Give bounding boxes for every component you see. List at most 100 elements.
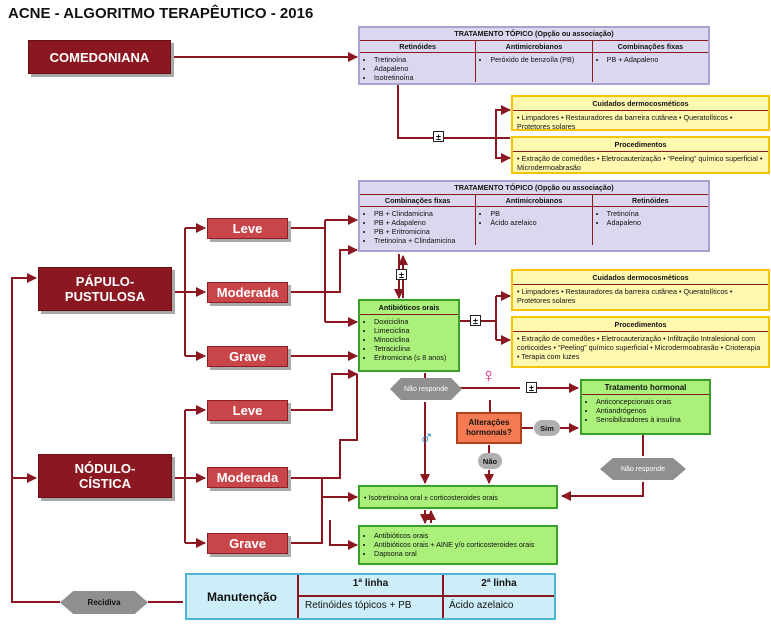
severity-label: Grave <box>229 536 266 551</box>
antibiotico-item: Eritromicina (≤ 8 anos) <box>374 353 458 362</box>
topical-col: Retinóides Tretinoína Adapaleno <box>592 195 708 245</box>
topical-item: Peróxido de benzoíla (PB) <box>490 55 591 64</box>
plus-minus-symbol: ± <box>526 382 537 393</box>
severity-leve-papulo: Leve <box>207 218 288 239</box>
antibiotico-item: Minociclina <box>374 335 458 344</box>
category-papulo-line2: PUSTULOSA <box>64 289 146 304</box>
cuidados-box-1: Cuidados dermocosméticos • Limpadores • … <box>511 95 770 131</box>
topical-item: Tretinoína <box>607 209 708 218</box>
recidiva-decision: Recidiva <box>60 591 148 614</box>
isotretinoina-label: Isotretinoína oral ± corticosteroides or… <box>368 492 498 502</box>
table-divider <box>297 575 299 618</box>
tratamento-hormonal-box: Tratamento hormonal Anticoncepcionais or… <box>580 379 711 435</box>
severity-moderada-papulo: Moderada <box>207 282 288 303</box>
topical-col: Combinações fixas PB + Clindamicina PB +… <box>360 195 477 245</box>
topical-item: PB + Eritromicina <box>374 227 475 236</box>
manutencao-table: Manutenção 1ª linha 2ª linha Retinóides … <box>185 573 556 620</box>
topical-item: PB + Adapaleno <box>607 55 708 64</box>
severity-label: Leve <box>232 221 263 236</box>
plus-minus-symbol: ± <box>470 315 481 326</box>
procedimentos-box-1: Procedimentos • Extração de comedões • E… <box>511 136 770 174</box>
procedimentos-text: • Extração de comedões • Eletrocauteriza… <box>517 334 761 361</box>
topical-item: Tretinoína <box>374 55 475 64</box>
topical-item: Ácido azelaico <box>490 218 591 227</box>
severity-leve-nodulo: Leve <box>207 400 288 421</box>
antibiotico-item: Limeciclina <box>374 326 458 335</box>
grave-item: Dapsona oral <box>374 549 556 558</box>
col2-value: Ácido azelaico <box>449 600 514 611</box>
severity-moderada-nodulo: Moderada <box>207 467 288 488</box>
topical-col-head: Retinóides <box>360 41 476 53</box>
topical-title: TRATAMENTO TÓPICO (Opção ou associação) <box>454 183 614 192</box>
topical-item: Adapaleno <box>607 218 708 227</box>
category-nodulo-line2: CÍSTICA <box>79 476 131 491</box>
severity-grave-papulo: Grave <box>207 346 288 367</box>
category-nodulo-cistica: NÓDULO- CÍSTICA <box>38 454 172 498</box>
antibioticos-title: Antibióticos orais <box>360 301 458 315</box>
page-title: ACNE - ALGORITMO TERAPÊUTICO - 2016 <box>8 5 314 22</box>
grave-treatment-box: Antibióticos orais Antibióticos orais + … <box>358 525 558 565</box>
topical-col: Combinações fixas PB + Adapaleno <box>592 41 708 82</box>
col1-head: 1ª linha <box>352 578 389 589</box>
table-divider <box>299 595 554 597</box>
procedimentos-box-2: Procedimentos • Extração de comedões • E… <box>511 316 770 368</box>
hormonal-item: Sensibilizadores à insulina <box>596 415 709 424</box>
cuidados-text: • Limpadores • Restauradores da barreira… <box>517 113 733 131</box>
isotretinoina-box: • Isotretinoína oral ± corticosteroides … <box>358 485 558 509</box>
antibiotico-item: Tetraciclina <box>374 344 458 353</box>
topical-treatment-box-2: TRATAMENTO TÓPICO (Opção ou associação) … <box>358 180 710 252</box>
category-nodulo-line1: NÓDULO- <box>74 461 136 476</box>
decision-label: Não responde <box>404 385 448 393</box>
topical-item: PB <box>490 209 591 218</box>
hormonal-item: Anticoncepcionais orais <box>596 397 709 406</box>
category-papulo-line1: PÁPULO- <box>75 274 135 289</box>
category-comedoniana-label: COMEDONIANA <box>49 49 150 65</box>
topical-treatment-box-1: TRATAMENTO TÓPICO (Opção ou associação) … <box>358 26 710 85</box>
procedimentos-title: Procedimentos <box>513 318 768 332</box>
isotretinoina-text: • Isotretinoína oral ± corticosteroides … <box>364 492 498 502</box>
recidiva-label: Recidiva <box>87 598 121 607</box>
cuidados-title: Cuidados dermocosméticos <box>513 271 768 285</box>
topical-item: PB + Clindamicina <box>374 209 475 218</box>
nao-responde-decision: Não responde <box>390 378 462 400</box>
alteracoes-line2: hormonais? <box>466 428 512 437</box>
topical-item: Adapaleno <box>374 64 475 73</box>
grave-item: Antibióticos orais <box>374 531 556 540</box>
severity-grave-nodulo: Grave <box>207 533 288 554</box>
topical-item: PB + Adapaleno <box>374 218 475 227</box>
nao-text: Não <box>482 456 498 466</box>
topical-col-head: Combinações fixas <box>360 195 476 207</box>
manutencao-label: Manutenção <box>206 589 277 604</box>
topical-item: Isotretinoína <box>374 73 475 82</box>
antibioticos-orais-box: Antibióticos orais Doxiciclina Limecicli… <box>358 299 460 372</box>
sim-text: Sim <box>540 423 554 433</box>
topical-col-head: Antimicrobianos <box>476 41 592 53</box>
male-symbol-icon: ♂ <box>419 427 434 449</box>
col2-head: 2ª linha <box>481 578 517 589</box>
hormonal-item: Antiandrógenos <box>596 406 709 415</box>
alteracoes-line1: Alterações <box>468 418 510 427</box>
topical-col-head: Combinações fixas <box>592 41 708 53</box>
grave-item: Antibióticos orais + AINE y/o corticoste… <box>374 540 556 549</box>
topical-title: TRATAMENTO TÓPICO (Opção ou associação) <box>454 29 614 38</box>
alteracoes-hormonais-decision: Alterações hormonais? <box>456 412 522 444</box>
severity-label: Moderada <box>216 470 279 485</box>
sim-label: Sim <box>534 420 560 436</box>
col1-value: Retinóides tópicos + PB <box>305 600 412 611</box>
plus-minus-symbol: ± <box>433 131 444 142</box>
cuidados-title: Cuidados dermocosméticos <box>513 97 768 111</box>
topical-col: Antimicrobianos Peróxido de benzoíla (PB… <box>476 41 593 82</box>
topical-col-head: Retinóides <box>592 195 708 207</box>
severity-label: Moderada <box>216 285 279 300</box>
severity-label: Grave <box>229 349 266 364</box>
antibiotico-item: Doxiciclina <box>374 317 458 326</box>
topical-col-head: Antimicrobianos <box>476 195 592 207</box>
severity-label: Leve <box>232 403 263 418</box>
hormonal-title: Tratamento hormonal <box>582 381 709 395</box>
plus-minus-symbol: ± <box>396 269 407 280</box>
cuidados-box-2: Cuidados dermocosméticos • Limpadores • … <box>511 269 770 311</box>
category-comedoniana: COMEDONIANA <box>28 40 171 74</box>
nao-responde-decision-2: Não responde <box>600 458 686 480</box>
decision-label: Não responde <box>621 465 665 473</box>
